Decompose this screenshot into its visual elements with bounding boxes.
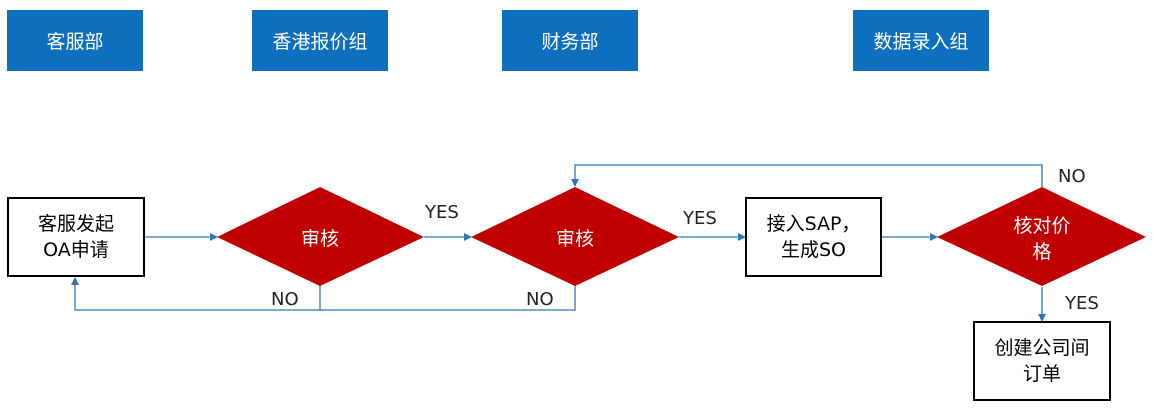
process-order-line2: 订单 xyxy=(1022,363,1061,385)
lane-data-entry: 数据录入组 xyxy=(853,10,989,71)
decision-review1-label: 审核 xyxy=(301,228,339,250)
decision-review2-label: 审核 xyxy=(556,228,594,250)
decision-review1 xyxy=(217,187,424,286)
label-yes-price: YES xyxy=(1064,293,1099,314)
lane-customer-service: 客服部 xyxy=(7,10,143,71)
process-sap-line2: 生成SO xyxy=(780,239,847,261)
label-yes-review2: YES xyxy=(682,208,717,229)
decision-price-label-line1: 核对价 xyxy=(1013,215,1070,237)
process-intercompany-order: 创建公司间 订单 xyxy=(973,321,1111,401)
process-start-line2: OA申请 xyxy=(43,239,109,261)
process-sap-so: 接入SAP， 生成SO xyxy=(745,197,882,277)
label-no-price: NO xyxy=(1058,166,1086,187)
decision-price-check xyxy=(937,187,1146,286)
lane-finance: 财务部 xyxy=(502,10,638,71)
label-no-review1: NO xyxy=(271,289,299,310)
label-yes-review1: YES xyxy=(424,202,459,223)
lane-hk-quotation: 香港报价组 xyxy=(252,10,388,71)
no-loop-review2 xyxy=(320,285,576,311)
label-no-review2: NO xyxy=(526,289,554,310)
process-sap-line1: 接入SAP， xyxy=(766,213,861,235)
decision-review2 xyxy=(471,187,679,286)
process-start-oa-request: 客服发起 OA申请 xyxy=(7,197,145,277)
no-loop-review1 xyxy=(71,277,321,311)
process-start-line1: 客服发起 xyxy=(37,213,114,235)
no-loop-price xyxy=(571,164,1043,187)
process-order-line1: 创建公司间 xyxy=(994,337,1090,359)
decision-price-label-line2: 格 xyxy=(1032,241,1051,263)
